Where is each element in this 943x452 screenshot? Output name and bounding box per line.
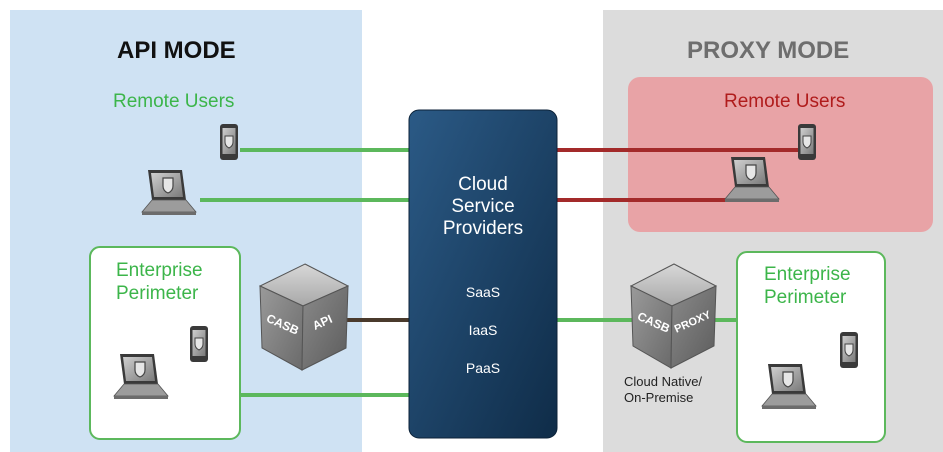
proxy-remote-users-zone: [628, 77, 933, 232]
proxy-enterprise-label-line1: Enterprise: [764, 264, 851, 285]
api-casb-cube-icon: CASB API: [258, 263, 350, 371]
cloud-title-line2: Service: [451, 196, 515, 217]
proxy-enterprise-perimeter-label: Enterprise Perimeter: [764, 263, 851, 309]
service-iaas: IaaS: [468, 322, 498, 338]
api-enterprise-phone-icon: [189, 325, 209, 363]
api-mode-title: API MODE: [117, 37, 236, 64]
service-saas: SaaS: [465, 284, 501, 300]
api-remote-phone-icon: [219, 123, 239, 161]
proxy-mode-title: PROXY MODE: [687, 37, 850, 64]
proxy-casb-cube-icon: CASB PROXY: [629, 263, 718, 369]
deployment-line2: On-Premise: [624, 390, 694, 405]
api-enterprise-label-line1: Enterprise: [116, 260, 203, 281]
cloud-service-providers-title: Cloud Service Providers: [409, 174, 557, 240]
api-remote-users-label: Remote Users: [113, 91, 235, 112]
proxy-deployment-label: Cloud Native/ On-Premise: [624, 374, 702, 406]
cloud-title-line1: Cloud: [458, 174, 508, 195]
api-enterprise-perimeter-label: Enterprise Perimeter: [116, 259, 203, 305]
cloud-service-providers-box: [408, 109, 558, 439]
proxy-enterprise-phone-icon: [839, 331, 859, 369]
proxy-remote-users-label: Remote Users: [724, 91, 846, 112]
proxy-remote-phone-icon: [797, 123, 817, 161]
cloud-title-line3: Providers: [442, 218, 524, 239]
api-enterprise-label-line2: Perimeter: [116, 283, 199, 304]
proxy-enterprise-label-line2: Perimeter: [764, 287, 847, 308]
service-paas: PaaS: [465, 360, 501, 376]
deployment-line1: Cloud Native/: [624, 374, 703, 389]
